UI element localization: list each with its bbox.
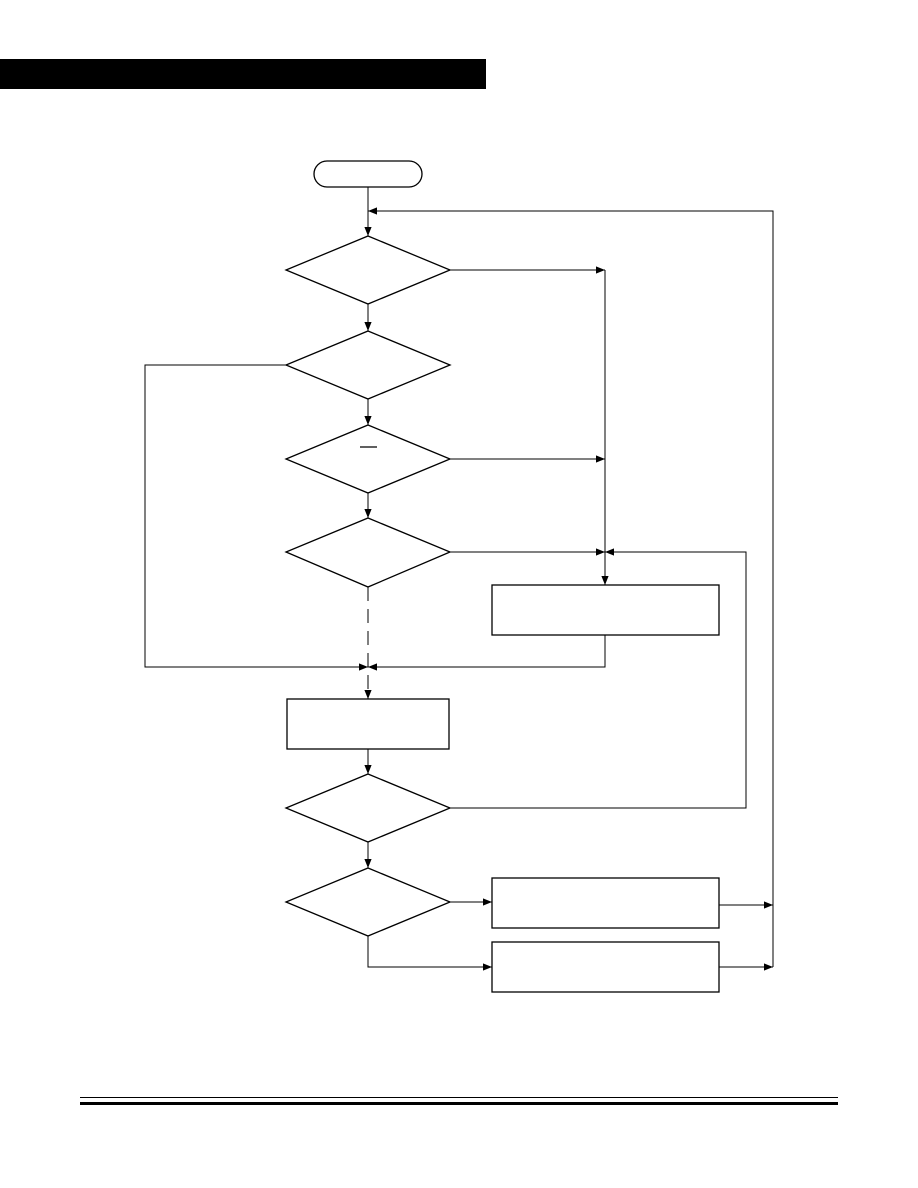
decision-2 [284, 330, 452, 400]
connector [450, 548, 747, 809]
decision-6 [284, 867, 452, 937]
process-1 [491, 584, 720, 636]
connector [144, 364, 368, 671]
decision-4 [284, 517, 452, 588]
process-2 [286, 698, 450, 750]
decision-5 [284, 773, 452, 843]
footer-rule-thick [80, 1102, 838, 1105]
start-terminator [313, 160, 423, 188]
process-3 [491, 877, 720, 929]
decision-3 [284, 424, 452, 494]
connector [368, 635, 606, 671]
title-bar [0, 59, 486, 89]
return-connector [368, 207, 774, 967]
decision-1 [284, 235, 452, 305]
process-4 [491, 941, 720, 993]
footer-rule-thin [80, 1097, 838, 1098]
connector [367, 936, 492, 971]
